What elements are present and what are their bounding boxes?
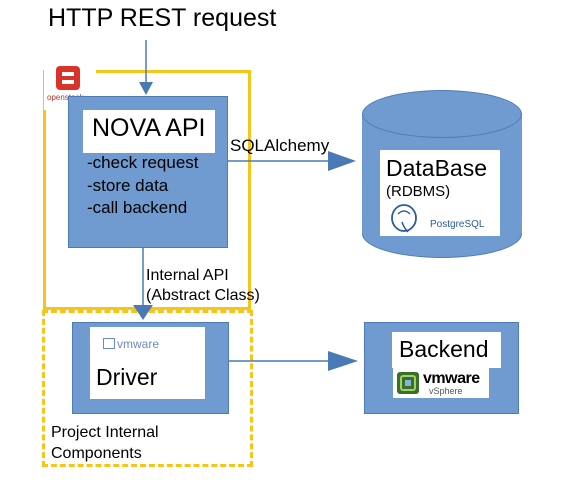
vmware-mark-icon xyxy=(103,338,115,349)
database-subtitle: (RDBMS) xyxy=(386,183,451,200)
internal-api-arrow-head xyxy=(133,305,153,320)
openstack-logo-icon xyxy=(56,66,80,90)
driver-label: Driver xyxy=(96,364,158,390)
vsphere-icon xyxy=(397,372,419,394)
openstack-logo-text: openstack xyxy=(47,93,84,102)
driver-backend-arrow-head xyxy=(328,351,358,371)
sqlalchemy-label: SQLAlchemy xyxy=(230,136,330,155)
internal-api-label: Internal API (Abstract Class) xyxy=(146,266,260,306)
project-internal-label-line1: Project Internal xyxy=(51,424,159,441)
vsphere-logo-sub: vSphere xyxy=(429,386,463,396)
nova-api-title-box xyxy=(83,110,215,153)
project-internal-label-line2: Components xyxy=(51,445,142,462)
nova-item-check-request: -check request xyxy=(87,153,199,172)
database-label-box xyxy=(380,150,500,236)
backend-label-box xyxy=(392,332,501,368)
driver-vmware-logo-text: vmware xyxy=(117,337,160,351)
nova-api-title: NOVA API xyxy=(92,114,206,142)
nova-item-store-data: -store data xyxy=(87,176,169,195)
database-cylinder-top xyxy=(362,90,522,138)
internal-api-label-line2: (Abstract Class) xyxy=(146,287,260,304)
postgresql-logo-text: PostgreSQL xyxy=(430,219,485,230)
vsphere-logo: vmware vSphere xyxy=(393,368,489,398)
http-arrow-head xyxy=(139,82,153,95)
backend-label: Backend xyxy=(399,336,489,362)
diagram-title: HTTP REST request xyxy=(48,4,277,32)
driver-vmware-logo: vmware xyxy=(103,337,159,351)
database-title: DataBase xyxy=(386,155,488,181)
sqlalchemy-arrow-head xyxy=(328,151,356,171)
internal-api-label-line1: Internal API xyxy=(146,267,229,284)
nova-item-call-backend: -call backend xyxy=(87,198,188,217)
driver-label-box xyxy=(90,327,205,399)
project-internal-label: Project Internal Components xyxy=(51,422,159,464)
vsphere-logo-main: vmware xyxy=(423,370,480,387)
